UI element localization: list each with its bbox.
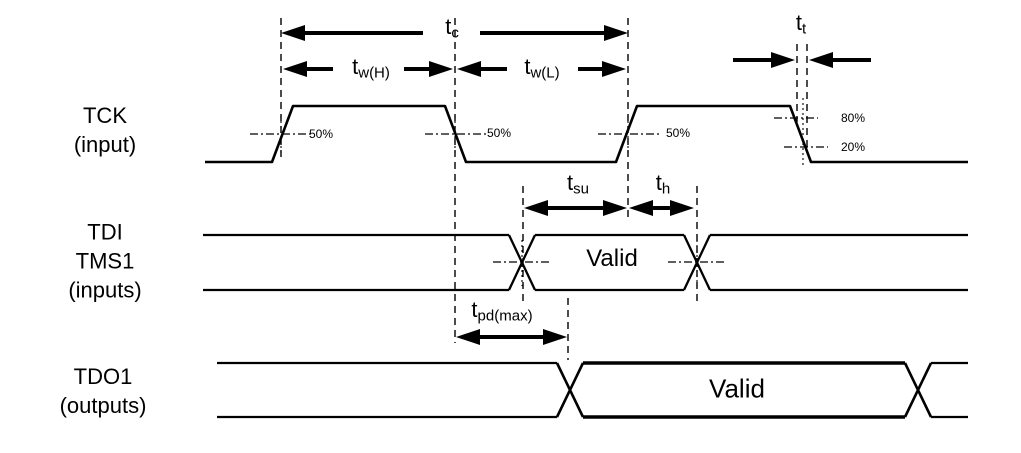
tpd-arrowhead-right: [543, 329, 567, 345]
twl-label: tw(L): [524, 54, 560, 82]
tc-label: tc: [445, 14, 459, 42]
twh-label: tw(H): [352, 54, 390, 82]
tpd-label: tpd(max): [471, 297, 533, 325]
tdi-valid-label: Valid: [586, 245, 638, 272]
level-50pct-rise1: 50%: [308, 127, 334, 141]
twl-arrowhead-right: [602, 61, 626, 77]
tt-arrowhead-left: [771, 52, 795, 68]
th-arrowhead-right: [670, 200, 694, 216]
level-50pct-rise2: 50%: [665, 126, 691, 140]
tdi-direction: (inputs): [68, 277, 142, 303]
twl-arrowhead-left: [457, 61, 481, 77]
tck-name: TCK: [82, 103, 127, 128]
th-label: th: [655, 170, 671, 198]
tc-arrowhead-left: [281, 25, 305, 41]
tdo-cross2-rise: [903, 362, 933, 418]
tck-waveform: [205, 104, 968, 164]
tc-arrowhead-right: [604, 25, 628, 41]
tdo-direction: (outputs): [59, 393, 147, 418]
tdi-signal-label: TDI TMS1 (inputs): [68, 218, 141, 305]
tsu-arrowhead-right: [603, 200, 627, 216]
tdo-name: TDO1: [73, 364, 133, 389]
level-50pct-fall1: 50%: [486, 126, 512, 140]
level-80pct: 80%: [840, 111, 866, 125]
tdi-name: TDI: [87, 219, 123, 245]
tck-signal-label: TCK (input): [74, 101, 136, 159]
tt-label: tt: [795, 10, 807, 38]
tdo-cross1-rise: [555, 362, 585, 418]
tms1-name: TMS1: [75, 248, 135, 274]
tdi-cross1-rise: [507, 234, 537, 291]
th-arrowhead-left: [629, 200, 653, 216]
tpd-arrowhead-left: [456, 329, 480, 345]
tsu-label: tsu: [567, 170, 589, 198]
tdo-signal-label: TDO1 (outputs): [60, 362, 147, 420]
tdi-cross2-rise: [682, 234, 712, 291]
tdo-valid-label: Valid: [709, 373, 765, 404]
tck-direction: (input): [73, 132, 137, 157]
twh-arrowhead-left: [283, 61, 307, 77]
tt-arrowhead-right: [809, 52, 833, 68]
twh-arrowhead-right: [429, 61, 453, 77]
level-20pct: 20%: [840, 140, 866, 154]
tsu-arrowhead-left: [524, 200, 548, 216]
